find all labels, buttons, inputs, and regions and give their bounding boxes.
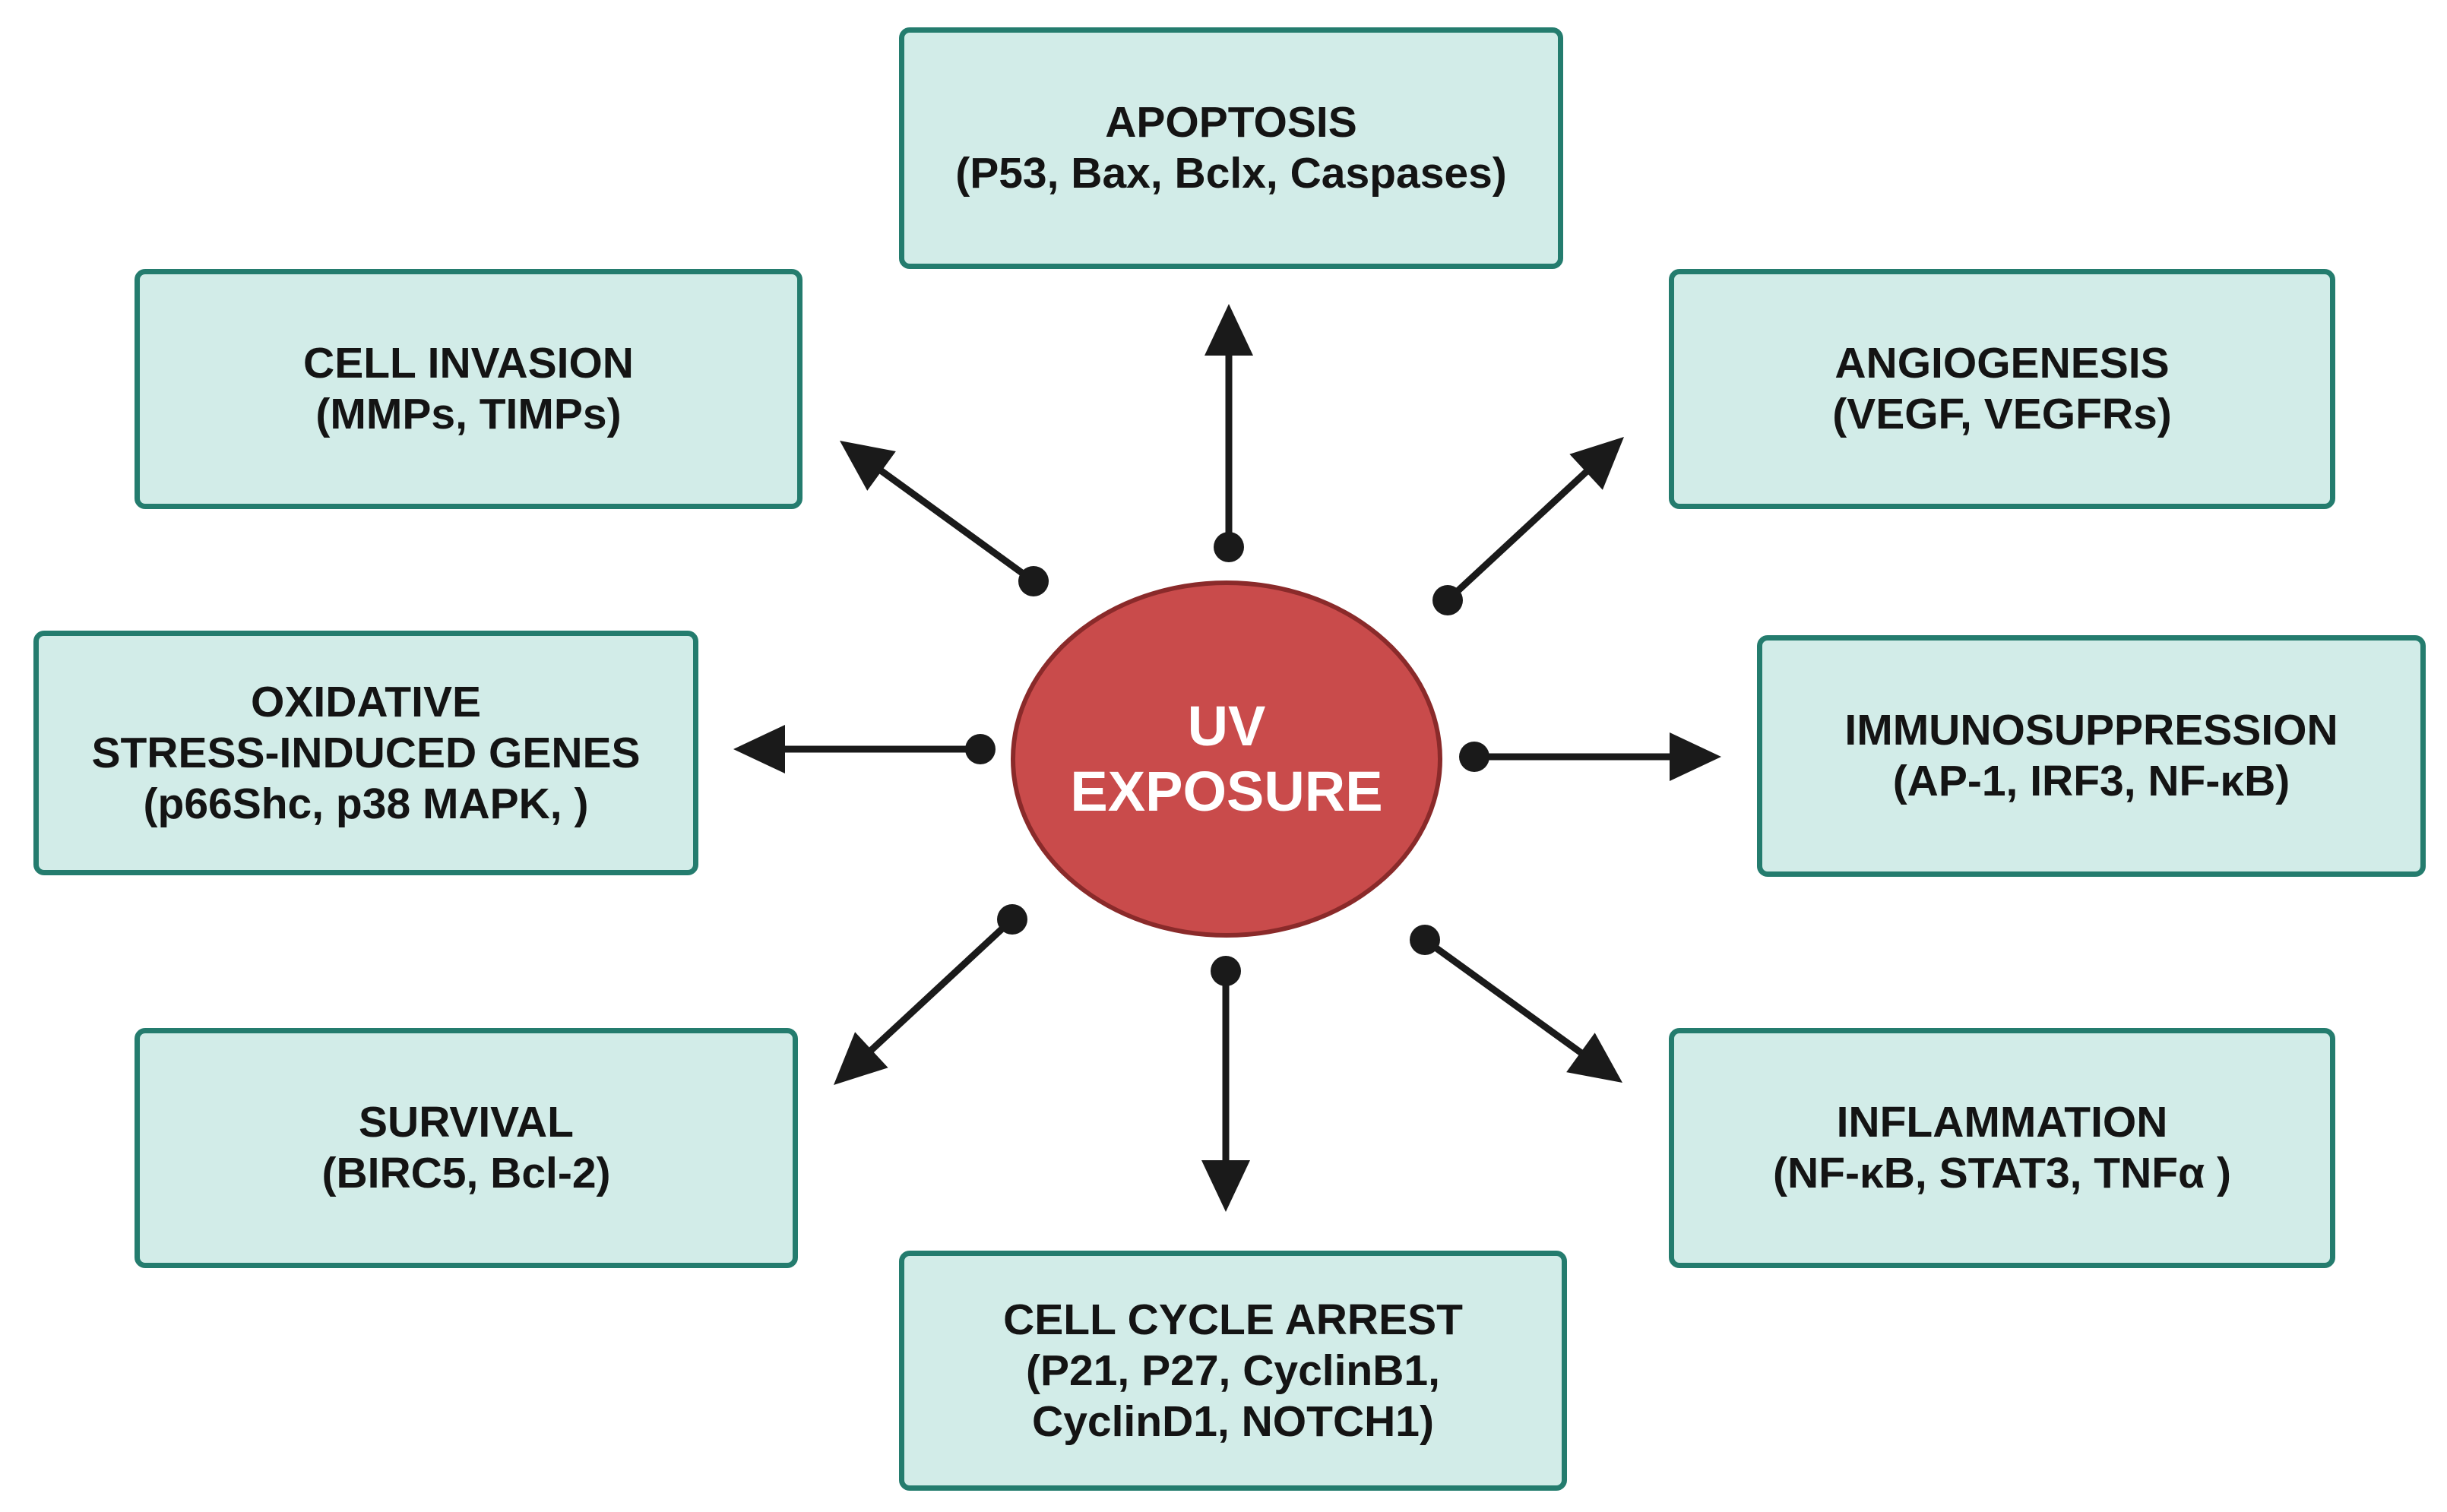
immunosuppression-detail: (AP-1, IRF3, NF-κB) [1892,757,2290,805]
apoptosis-detail: (P53, Bax, Bclx, Caspases) [955,149,1507,198]
arrow-origin-dot [1410,925,1440,955]
arrow-head [1205,304,1253,356]
box-survival: SURVIVAL (BIRC5, Bcl-2) [135,1028,798,1268]
cell-invasion-title: CELL INVASION [303,339,634,387]
angiogenesis-title: ANGIOGENESIS [1834,339,2170,387]
arrow-origin-dot [997,904,1027,935]
box-oxidative-stress: OXIDATIVE STRESS-INDUCED GENES (p66Shc, … [33,631,698,875]
arrow-origin-dot [1459,742,1489,772]
arrow-to-cell-cycle-arrest [1201,956,1250,1212]
arrow-to-angiogenesis [1432,437,1624,615]
arrow-origin-dot [1214,532,1244,562]
arrow-origin-dot [1018,566,1049,596]
cell-cycle-arrest-detail2: CyclinD1, NOTCH1) [1032,1397,1434,1446]
arrow-head [1569,437,1624,490]
oxidative-line1: OXIDATIVE [251,677,481,726]
inflammation-detail: (NF-κB, STAT3, TNFα ) [1773,1149,2231,1197]
cell-cycle-arrest-title: CELL CYCLE ARREST [1003,1295,1463,1344]
arrow-to-survival [834,904,1027,1085]
arrow-head [733,725,785,773]
box-angiogenesis: ANGIOGENESIS (VEGF, VEGFRs) [1669,269,2335,509]
arrow-shaft [1445,467,1591,603]
arrow-to-oxidative [733,725,996,773]
box-apoptosis: APOPTOSIS (P53, Bax, Bclx, Caspases) [899,27,1563,269]
box-cell-cycle-arrest: CELL CYCLE ARREST (P21, P27, CyclinB1, C… [899,1251,1567,1491]
survival-detail: (BIRC5, Bcl-2) [321,1149,611,1197]
arrow-head [1566,1033,1622,1083]
box-immunosuppression: IMMUNOSUPPRESSION (AP-1, IRF3, NF-κB) [1757,635,2426,877]
arrow-shaft [866,916,1015,1055]
arrow-to-immunosuppression [1459,732,1721,781]
uv-exposure-node: UV EXPOSURE [1011,580,1442,938]
arrow-head [1670,732,1721,781]
arrow-origin-dot [1211,956,1241,986]
arrow-to-cell-invasion [840,441,1049,596]
box-inflammation: INFLAMMATION (NF-κB, STAT3, TNFα ) [1669,1028,2335,1268]
apoptosis-title: APOPTOSIS [1105,98,1357,147]
box-cell-invasion: CELL INVASION (MMPs, TIMPs) [135,269,802,509]
oxidative-detail: (p66Shc, p38 MAPK, ) [143,779,589,828]
arrow-shaft [1423,937,1585,1058]
cell-invasion-detail: (MMPs, TIMPs) [315,390,622,438]
angiogenesis-detail: (VEGF, VEGFRs) [1832,390,2172,438]
oxidative-line2: STRESS-INDUCED GENES [91,728,641,777]
arrow-head [840,441,896,491]
arrow-to-inflammation [1410,925,1622,1083]
arrow-head [1201,1160,1250,1212]
cell-cycle-arrest-detail1: (P21, P27, CyclinB1, [1026,1346,1440,1395]
arrow-to-apoptosis [1205,304,1253,562]
uv-exposure-line2: EXPOSURE [1070,760,1383,823]
immunosuppression-title: IMMUNOSUPPRESSION [1844,706,2338,754]
survival-title: SURVIVAL [359,1098,574,1147]
inflammation-title: INFLAMMATION [1836,1098,2168,1147]
arrow-head [834,1032,888,1085]
uv-exposure-line1: UV [1187,694,1266,758]
arrow-shaft [877,466,1036,584]
arrow-origin-dot [1432,585,1463,615]
arrow-origin-dot [965,734,996,764]
